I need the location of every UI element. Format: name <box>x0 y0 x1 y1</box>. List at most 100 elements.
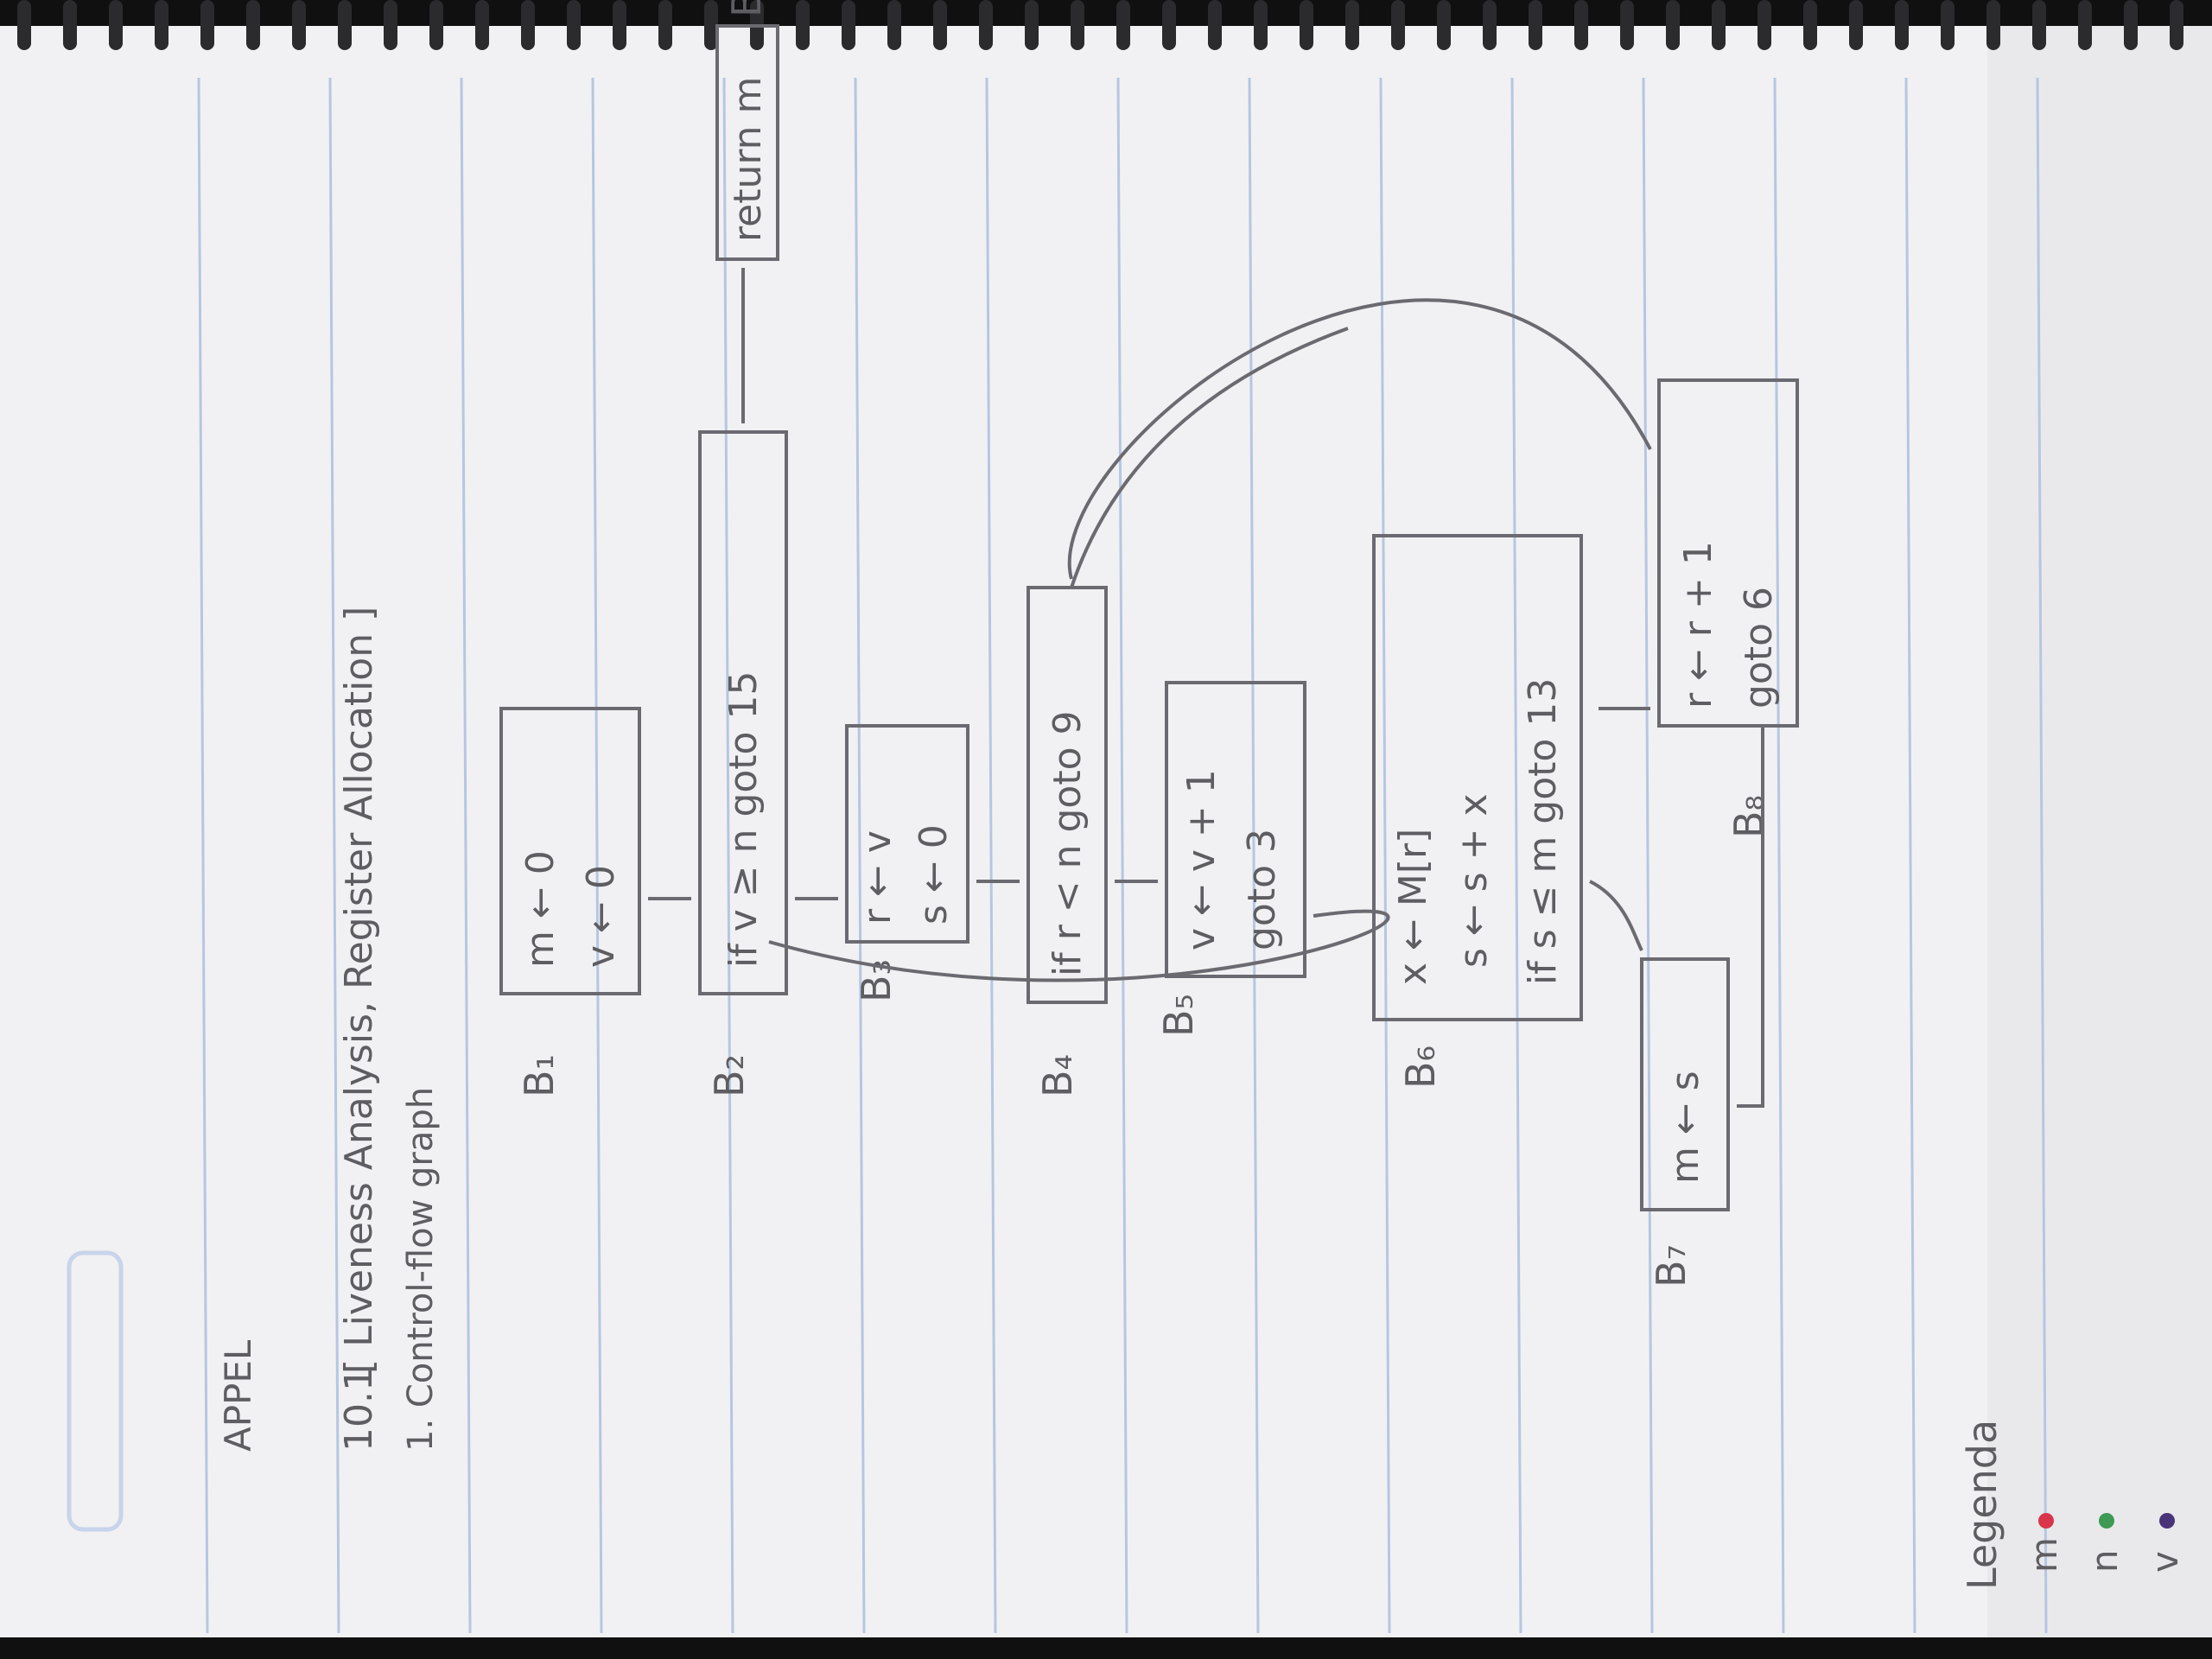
page-header: APPEL <box>217 1339 259 1452</box>
legend-label-m: m <box>2023 1537 2065 1573</box>
spiral-ring <box>979 0 993 50</box>
spiral-ring <box>1162 0 1176 50</box>
spiral-binding <box>17 0 2183 50</box>
legend-label-r: r <box>2204 1557 2212 1573</box>
b8-line-1: r ← r + 1 <box>1676 541 1720 709</box>
rule-line <box>328 77 340 1634</box>
spiral-ring <box>1345 0 1359 50</box>
block-label-b9: B₉ <box>723 0 770 17</box>
spiral-ring <box>1300 0 1313 50</box>
b5-line-2: goto 3 <box>1240 829 1284 950</box>
block-label-b6: B₆ <box>1397 1046 1444 1089</box>
rule-line <box>854 77 866 1634</box>
spiral-ring <box>1666 0 1680 50</box>
spiral-ring <box>246 0 260 50</box>
spiral-ring <box>338 0 352 50</box>
spiral-ring <box>109 0 123 50</box>
block-b6 <box>1372 534 1583 1021</box>
spiral-ring <box>17 0 31 50</box>
b6-line-3: if s ≤ m goto 13 <box>1521 678 1565 985</box>
legend-title: Legenda <box>1959 1420 2005 1590</box>
spiral-ring <box>200 0 214 50</box>
spiral-ring <box>1483 0 1497 50</box>
legend-dot-n <box>2099 1513 2114 1529</box>
rule-line <box>1510 77 1522 1634</box>
rule-line <box>460 77 472 1634</box>
spiral-ring <box>1254 0 1268 50</box>
spiral-ring <box>1712 0 1726 50</box>
spiral-ring <box>63 0 77 50</box>
block-b1 <box>499 707 641 995</box>
b4-line-1: if r < n goto 9 <box>1046 710 1090 976</box>
rule-line <box>985 77 997 1634</box>
rule-line <box>197 77 209 1634</box>
rule-line <box>1773 77 1785 1634</box>
edge-b4-b6 <box>1070 327 1349 588</box>
legend-dot-v <box>2159 1513 2175 1529</box>
rule-line <box>1904 77 1916 1634</box>
legend: mnvrsx <box>2023 1513 2212 1573</box>
section-title: [ Liveness Analysis, Register Allocation… <box>337 607 381 1374</box>
block-label-b2: B₂ <box>706 1054 753 1097</box>
page-shade <box>1987 26 2212 1637</box>
spiral-ring <box>658 0 672 50</box>
b3-line-2: s ← 0 <box>912 824 956 925</box>
spiral-ring <box>887 0 901 50</box>
spiral-ring <box>704 0 718 50</box>
block-b9 <box>715 24 779 261</box>
block-b4 <box>1027 586 1108 1004</box>
block-b2 <box>698 430 788 995</box>
spiral-ring <box>1986 0 2000 50</box>
spiral-ring <box>796 0 810 50</box>
spiral-ring <box>1529 0 1542 50</box>
b6-line-2: s ← s + x <box>1452 793 1496 968</box>
rule-line <box>722 77 734 1634</box>
legend-label-n: n <box>2083 1549 2126 1573</box>
spiral-ring <box>2170 0 2183 50</box>
b3-line-1: r ← v <box>855 830 899 925</box>
block-b3 <box>845 724 969 944</box>
b8-line-2: goto 6 <box>1737 587 1781 709</box>
ruled-lines <box>197 77 2048 1634</box>
spiral-ring <box>1849 0 1863 50</box>
spiral-ring <box>429 0 443 50</box>
block-b5 <box>1165 681 1306 978</box>
rule-line <box>1642 77 1654 1634</box>
section-subtitle: 1. Control-flow graph <box>401 1087 441 1452</box>
spiral-ring <box>2124 0 2138 50</box>
block-label-b7: B₇ <box>1648 1244 1694 1287</box>
block-label-b4: B₄ <box>1034 1054 1081 1097</box>
spiral-ring <box>2032 0 2046 50</box>
edge-b8-b4 <box>1067 298 1652 580</box>
rule-line <box>1116 77 1128 1634</box>
spiral-ring <box>1071 0 1084 50</box>
b1-line-1: m ← 0 <box>518 850 563 968</box>
spiral-ring <box>1208 0 1222 50</box>
spiral-ring <box>521 0 535 50</box>
block-label-b1: B₁ <box>516 1054 563 1097</box>
spiral-ring <box>1620 0 1634 50</box>
spiral-ring <box>1574 0 1588 50</box>
block-b7 <box>1640 957 1730 1211</box>
section-number: 10.1 <box>337 1367 381 1452</box>
b9-line-1: return m <box>726 77 770 242</box>
legend-label-v: v <box>2144 1551 2186 1573</box>
spiral-ring <box>933 0 947 50</box>
spiral-ring <box>1758 0 1771 50</box>
flow-edges <box>648 268 1764 1108</box>
spiral-ring <box>2078 0 2092 50</box>
spiral-ring <box>842 0 855 50</box>
spiral-ring <box>1391 0 1405 50</box>
b6-line-1: x ← M[r] <box>1391 829 1435 985</box>
edge-b6-b7 <box>1589 880 1643 951</box>
spiral-ring <box>1437 0 1451 50</box>
spiral-ring <box>613 0 626 50</box>
spiral-ring <box>1941 0 1955 50</box>
spiral-ring <box>1116 0 1130 50</box>
b2-line-1: if v ≥ n goto 15 <box>721 671 766 968</box>
edge-b7-b8 <box>1737 726 1764 1108</box>
b5-line-1: v ← v + 1 <box>1179 769 1224 950</box>
spiral-ring <box>475 0 489 50</box>
block-label-b5: B₅ <box>1155 994 1202 1037</box>
